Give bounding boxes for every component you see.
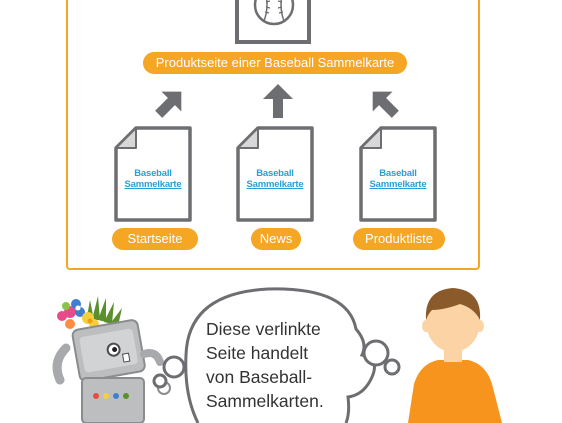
speech-bubble-text: Diese verlinkte Seite handelt von Baseba… xyxy=(206,319,324,411)
document-news: Baseball Sammelkarte xyxy=(236,126,314,222)
arrow-icon xyxy=(372,91,399,118)
arrow-icon xyxy=(155,91,182,118)
label-produktliste: Produktliste xyxy=(353,228,445,250)
document-title: Baseball Sammelkarte xyxy=(246,168,304,190)
diagram-frame xyxy=(66,0,480,270)
document-icon xyxy=(114,126,192,222)
person-icon xyxy=(408,288,502,423)
document-startseite: Baseball Sammelkarte xyxy=(114,126,192,222)
document-icon xyxy=(359,126,437,222)
label-news: News xyxy=(251,228,301,250)
document-title: Baseball Sammelkarte xyxy=(369,168,427,190)
document-icon xyxy=(236,126,314,222)
robot-mascot-icon xyxy=(52,296,171,423)
label-startseite: Startseite xyxy=(112,228,198,250)
arrow-icon xyxy=(263,84,293,118)
speech-bubble xyxy=(152,287,401,423)
baseball-icon xyxy=(253,0,295,26)
document-title: Baseball Sammelkarte xyxy=(124,168,182,190)
product-page-label: Produktseite einer Baseball Sammelkarte xyxy=(143,52,407,74)
document-produktliste: Baseball Sammelkarte xyxy=(359,126,437,222)
